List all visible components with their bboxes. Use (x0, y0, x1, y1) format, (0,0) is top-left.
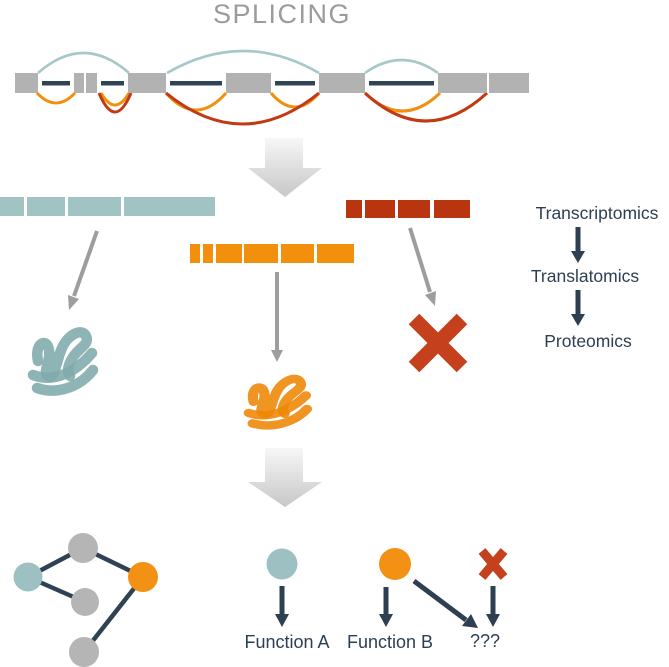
intron (101, 81, 124, 86)
pipeline-step-proteomics: Proteomics (544, 331, 632, 351)
function-arrow-icon (486, 586, 500, 627)
network-edge (82, 575, 145, 654)
transcript-segment (281, 244, 314, 263)
transcript-segment (346, 200, 362, 218)
splice-arc (37, 51, 130, 74)
isoform-dot-orange (379, 548, 411, 580)
pipeline-arrow-icon (571, 227, 585, 263)
network-node-gray (69, 637, 99, 667)
pipeline-arrow-icon (571, 290, 585, 326)
exons (15, 73, 529, 93)
function-arrow-icon (379, 587, 393, 627)
splice-arc (165, 91, 320, 126)
transcript-segment (27, 197, 65, 216)
intron (369, 81, 434, 86)
transcript-segment (216, 244, 242, 263)
splice-arc (166, 49, 320, 75)
network-node-teal (13, 562, 43, 592)
exon (15, 73, 38, 93)
exon (86, 73, 97, 93)
exon (226, 73, 271, 93)
splice-arc (97, 92, 133, 114)
intron (42, 81, 70, 86)
protein-teal-icon (33, 332, 93, 390)
function-arrow-icon (275, 586, 289, 627)
unknown-function-label: ??? (470, 631, 500, 651)
translation-arrow-teal-icon (68, 230, 99, 310)
function-a-label: Function A (244, 632, 329, 652)
splice-arcs-teal (37, 49, 439, 75)
transcript-teal (0, 197, 215, 216)
interaction-network (13, 533, 158, 667)
splice-arc (363, 91, 489, 123)
introns (42, 81, 434, 86)
exon (319, 73, 365, 93)
intron (275, 81, 315, 86)
splice-arc (99, 92, 131, 107)
unknown-x-icon (478, 548, 508, 580)
transcript-segment (434, 200, 470, 218)
translation-arrow-red-icon (408, 227, 436, 306)
transcript-segment (365, 200, 395, 218)
splice-arcs-red (97, 91, 489, 126)
transcript-segment (68, 197, 121, 216)
splice-arc (364, 58, 439, 75)
pipeline-step-translatomics: Translatomics (531, 266, 640, 286)
exon (128, 73, 166, 93)
pipeline-step-transcriptomics: Transcriptomics (536, 203, 659, 223)
splice-arc (35, 91, 77, 105)
flow-arrow-down-icon (248, 138, 322, 197)
network-node-orange (128, 562, 158, 592)
isoform-dot-teal (266, 548, 298, 580)
network-node-gray (71, 588, 99, 616)
protein-orange-icon (249, 379, 307, 426)
function-diagonal-arrow-icon (412, 579, 478, 628)
translation-arrow-orange-icon (271, 272, 283, 362)
transcript-orange (190, 244, 354, 263)
transcript-segment (0, 197, 24, 216)
transcript-red (346, 200, 470, 218)
exon (489, 73, 529, 93)
transcript-segment (203, 244, 213, 263)
omics-pipeline: Transcriptomics Translatomics Proteomics (531, 203, 659, 351)
transcript-segment (244, 244, 278, 263)
transcript-segment (190, 244, 200, 263)
splice-arcs-orange (35, 91, 442, 113)
exon (438, 73, 487, 93)
flow-arrow-down-icon (248, 448, 322, 507)
network-node-gray (68, 533, 98, 563)
transcript-segment (398, 200, 430, 218)
transcript-segment (317, 244, 354, 263)
function-b-label: Function B (347, 632, 433, 652)
gene-track (15, 49, 529, 126)
transcript-segment (124, 197, 215, 216)
intron (170, 81, 222, 86)
exon (74, 73, 84, 93)
no-protein-x-icon (408, 313, 468, 373)
function-outcomes: Function A Function B ??? (244, 548, 508, 652)
diagram-title: SPLICING (213, 0, 351, 29)
